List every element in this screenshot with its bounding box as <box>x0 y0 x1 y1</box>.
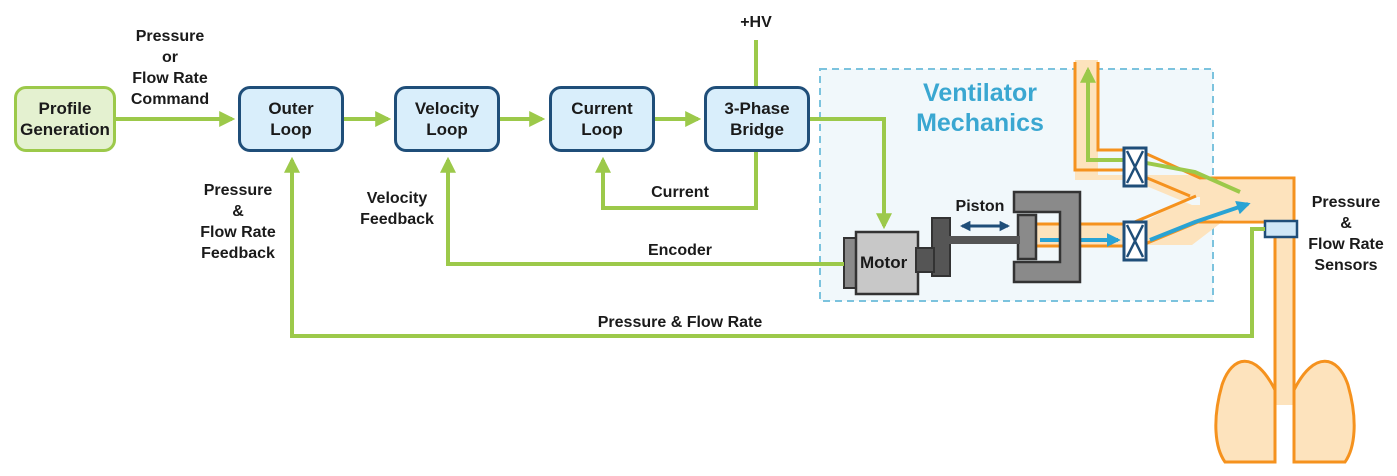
hv-label: +HV <box>740 14 772 31</box>
signal-lines <box>114 40 1265 338</box>
velocity-loop-block: Velocity Loop <box>394 86 500 152</box>
motor-icon <box>843 230 935 296</box>
lungs-icon <box>1214 350 1356 464</box>
current-loop-line1: Current <box>571 99 633 118</box>
velocity-feedback-label: Velocity Feedback <box>360 190 434 228</box>
flow-sensor <box>1263 219 1299 239</box>
outer-loop-line1: Outer <box>268 99 314 118</box>
profile-generation-block: Profile Generation <box>14 86 116 152</box>
encoder-feedback-arrow <box>440 156 844 266</box>
sensors-label: Pressure & Flow Rate Sensors <box>1308 194 1384 274</box>
velocity-loop-line1: Velocity <box>414 99 480 118</box>
expiratory-valve <box>1122 146 1148 188</box>
bridge-line2: Bridge <box>730 120 784 139</box>
bridge-line1: 3-Phase <box>724 99 790 118</box>
pressure-flow-rate-label: Pressure & Flow Rate <box>597 314 763 331</box>
three-phase-bridge-block: 3-Phase Bridge <box>704 86 810 152</box>
inspiratory-valve <box>1122 220 1148 262</box>
inspiratory-flow-arrow-2 <box>1149 200 1251 242</box>
motor-label: Motor <box>860 253 908 272</box>
profile-generation-line2: Generation <box>20 120 110 139</box>
command-label: Pressure or Flow Rate Command <box>130 28 210 108</box>
encoder-label: Encoder <box>647 242 712 259</box>
pressure-flow-feedback-arrow <box>284 156 1265 338</box>
outer-loop-line2: Loop <box>270 120 312 139</box>
current-feedback-label: Current <box>651 184 709 201</box>
outer-loop-block: Outer Loop <box>238 86 344 152</box>
piston-label: Piston <box>955 198 1005 215</box>
pressure-flow-feedback-label: Pressure & Flow Rate Feedback <box>200 182 276 262</box>
ventilator-mechanics-title: Ventilator Mechanics <box>916 79 1044 137</box>
current-loop-block: Current Loop <box>549 86 655 152</box>
profile-generation-line1: Profile <box>38 99 92 118</box>
bridge-to-motor-arrow <box>810 117 892 230</box>
piston-cylinder <box>931 190 1082 284</box>
current-loop-line2: Loop <box>581 120 623 139</box>
velocity-loop-line2: Loop <box>426 120 468 139</box>
current-feedback-arrow <box>595 152 758 210</box>
